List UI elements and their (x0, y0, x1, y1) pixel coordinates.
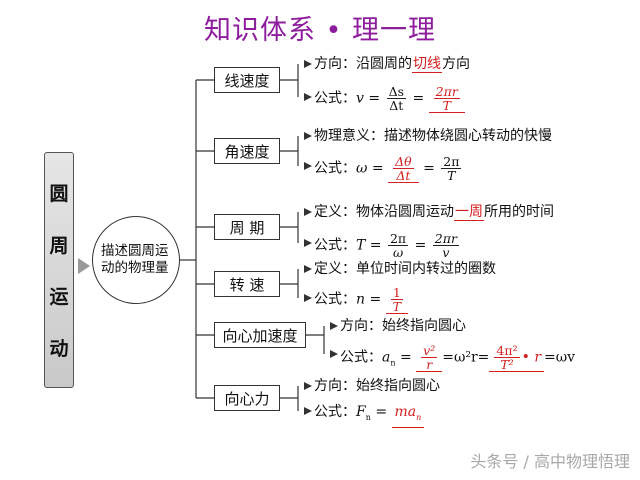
w-meaning: 物理意义：描述物体绕圆心转动的快慢 (314, 128, 552, 144)
node-rotation-speed: 转 速 (214, 271, 280, 297)
answer-fill: 切线 (412, 56, 442, 73)
answer-fill: 一周 (454, 204, 484, 221)
node-label: 转 速 (229, 275, 265, 294)
F-direction: 方向：始终指向圆心 (314, 378, 440, 394)
answer-fill: • r (521, 349, 542, 366)
page-title: 知识体系 • 理一理 (203, 15, 437, 46)
center-node: 描述圆周运动的物理量 (92, 216, 180, 304)
var: ω (356, 160, 368, 177)
watermark: 头条号 / 高中物理悟理 (470, 452, 630, 471)
root-char: 动 (49, 337, 69, 360)
var: n (356, 291, 366, 308)
T-definition: 定义：物体沿圆周运动一周所用的时间 (314, 203, 554, 221)
answer-fill: ma (394, 404, 417, 420)
node-label: 周 期 (229, 218, 265, 237)
node-linear-velocity: 线速度 (214, 67, 280, 93)
denominator: r (426, 357, 433, 372)
var: a (382, 349, 391, 366)
var: v (356, 90, 364, 107)
denominator: T (392, 299, 402, 314)
denominator: T (447, 168, 456, 183)
subscript: n (390, 358, 396, 368)
node-label: 线速度 (224, 71, 270, 90)
node-angular-velocity: 角速度 (214, 138, 280, 164)
v-direction: 方向：沿圆周的切线方向 (314, 55, 470, 73)
text: 公式： (314, 404, 356, 420)
text: 公式： (314, 291, 356, 308)
denominator: T (442, 98, 451, 113)
denominator: Δt (396, 168, 411, 183)
node-label: 向心加速度 (222, 326, 298, 345)
denominator: ω (392, 245, 404, 260)
text: =ω²r= (442, 349, 490, 366)
center-label: 描述圆周运动的物理量 (101, 243, 169, 276)
root-char: 运 (49, 286, 69, 309)
root-char: 圆 (49, 183, 69, 206)
text: 方向：沿圆周的 (314, 56, 412, 72)
text: 公式： (314, 90, 356, 107)
numerator: 1 (390, 285, 403, 300)
numerator: 2πr (432, 231, 459, 246)
text: 公式： (340, 349, 382, 366)
text: 公式： (314, 237, 356, 254)
node-centripetal-acceleration: 向心加速度 (214, 322, 306, 348)
numerator: v² (421, 343, 438, 358)
numerator: 4π² (494, 343, 520, 358)
text: 定义：物体沿圆周运动 (314, 204, 454, 220)
text: =ωv (544, 349, 576, 366)
node-centripetal-force: 向心力 (214, 385, 280, 411)
numerator: Δθ (393, 154, 414, 169)
text: 公式： (314, 160, 356, 177)
F-formula: 公式：Fn = man (314, 403, 425, 428)
node-label: 角速度 (224, 142, 270, 161)
a-direction: 方向：始终指向圆心 (340, 318, 466, 334)
denominator: T² (500, 357, 514, 372)
var: F (356, 404, 366, 420)
numerator: 2πr (433, 84, 460, 99)
text: 所用的时间 (484, 204, 554, 220)
numerator: 2π (387, 231, 409, 246)
subscript: n (365, 412, 371, 422)
subscript: n (416, 412, 422, 422)
denominator: v (442, 245, 450, 260)
denominator: Δt (389, 98, 404, 113)
text: 方向 (442, 56, 470, 72)
arrow-right-icon (78, 258, 90, 274)
node-label: 向心力 (224, 389, 270, 408)
numerator: 2π (441, 154, 462, 169)
root-node: 圆 周 运 动 (44, 152, 74, 388)
n-definition: 定义：单位时间内转过的圈数 (314, 261, 496, 277)
numerator: Δs (386, 84, 407, 99)
root-char: 周 (49, 234, 69, 257)
node-period: 周 期 (214, 214, 280, 240)
var: T (356, 237, 366, 254)
